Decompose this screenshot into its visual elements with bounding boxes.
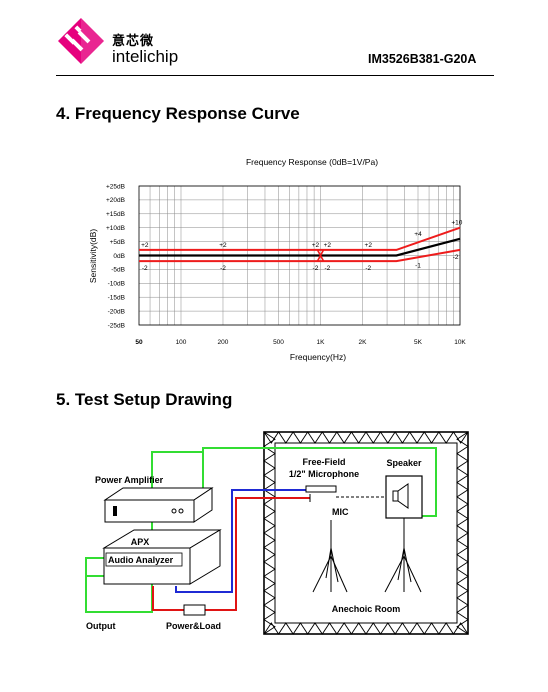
data-annotation: -1 xyxy=(415,262,421,269)
x-tick-label: 2K xyxy=(359,339,368,346)
x-tick-label: 100 xyxy=(176,339,187,346)
speaker-magnet xyxy=(392,490,399,502)
audio-analyzer-label: Audio Analyzer xyxy=(108,555,174,565)
section-heading-frequency-response: 4. Frequency Response Curve xyxy=(56,104,300,123)
y-axis-label: Sensitivity(dB) xyxy=(88,229,98,283)
section-heading-test-setup: 5. Test Setup Drawing xyxy=(56,390,233,409)
y-tick-label: +20dB xyxy=(106,197,125,204)
x-tick-label: 10K xyxy=(454,339,466,346)
data-annotation: +10 xyxy=(451,220,462,227)
power-amplifier-label: Power Amplifier xyxy=(95,475,164,485)
logo-english-text: intelichip xyxy=(112,47,179,66)
data-annotation: +4 xyxy=(414,231,422,238)
data-annotation: -2 xyxy=(142,265,148,272)
header-rule xyxy=(56,75,494,76)
power-amplifier-knob xyxy=(171,508,177,514)
free-field-label: Free-Field xyxy=(302,457,345,467)
x-tick-labels: 50 100 200 500 1K 2K 5K 10K xyxy=(135,339,466,346)
x-tick-label: 500 xyxy=(273,339,284,346)
microphone-body xyxy=(305,485,337,493)
annotation-layer: +2 +2 +2 +2 +2 +4 +10 -2 -2 -2 -2 -2 -1 -2 xyxy=(141,220,463,272)
data-annotation: +2 xyxy=(324,242,332,249)
load-resistor xyxy=(183,604,206,616)
mic-label: MIC xyxy=(332,507,349,517)
apx-label: APX xyxy=(131,537,150,547)
data-annotation: -2 xyxy=(453,254,459,261)
intelichip-logo xyxy=(58,18,104,64)
speaker-tripod xyxy=(384,518,422,593)
green-wire-speaker xyxy=(203,452,268,462)
y-tick-label: -15dB xyxy=(108,295,125,302)
y-tick-labels: +25dB +20dB +15dB +10dB +5dB 0dB -5dB -10dB -15d… xyxy=(106,183,125,329)
x-tick-label: 50 xyxy=(135,339,143,346)
data-annotation: +2 xyxy=(219,242,227,249)
anechoic-room-label: Anechoic Room xyxy=(332,604,401,614)
x-tick-label: 1K xyxy=(317,339,326,346)
data-annotation: +2 xyxy=(141,242,149,249)
data-annotation: -2 xyxy=(365,265,371,272)
logo-chinese-text: 意芯微 xyxy=(112,34,155,49)
data-annotation: -2 xyxy=(220,265,226,272)
speaker-cone xyxy=(397,483,409,509)
red-wire-power-load xyxy=(152,586,184,611)
cross-mark xyxy=(316,249,325,262)
microphone-label: 1/2" Microphone xyxy=(289,469,359,479)
x-axis-label: Frequency(Hz) xyxy=(290,352,346,362)
series-layer xyxy=(139,226,461,263)
blue-wire xyxy=(175,489,306,593)
red-wire-mic xyxy=(205,497,310,611)
chart-title: Frequency Response (0dB=1V/Pa) xyxy=(246,157,378,167)
x-tick-label: 200 xyxy=(218,339,229,346)
output-label: Output xyxy=(86,621,116,631)
y-tick-label: +10dB xyxy=(106,225,125,232)
data-annotation: -2 xyxy=(313,265,319,272)
data-annotation: +2 xyxy=(312,242,320,249)
y-tick-label: -25dB xyxy=(108,322,125,329)
power-amplifier-knob xyxy=(178,508,184,514)
series-nominal xyxy=(139,237,461,257)
y-tick-label: -10dB xyxy=(108,281,125,288)
green-wire-to-speaker xyxy=(202,447,437,517)
part-number: IM3526B381-G20A xyxy=(368,52,477,66)
y-tick-label: -5dB xyxy=(111,267,125,274)
anechoic-wedges xyxy=(263,431,469,635)
mic-tripod xyxy=(312,520,348,593)
x-tick-label: 5K xyxy=(414,339,423,346)
audio-analyzer-label-box xyxy=(105,552,183,567)
series-upper-limit xyxy=(139,226,461,251)
y-tick-label: +25dB xyxy=(106,183,125,190)
y-tick-label: +5dB xyxy=(110,239,125,246)
frequency-response-chart: Frequency Response (0dB=1V/Pa) +2+2+2+2+… xyxy=(88,157,466,362)
data-annotation: +2 xyxy=(365,242,373,249)
series-lower-limit xyxy=(139,248,461,263)
speaker-label: Speaker xyxy=(386,458,422,468)
power-amplifier-switch xyxy=(113,506,117,516)
y-tick-label: -20dB xyxy=(108,308,125,315)
data-annotation: -2 xyxy=(324,265,330,272)
anechoic-room-inner xyxy=(274,442,458,624)
y-tick-label: +15dB xyxy=(106,211,125,218)
y-tick-label: 0dB xyxy=(113,253,125,260)
power-amplifier-front xyxy=(104,499,195,523)
power-load-label: Power&Load xyxy=(166,621,221,631)
